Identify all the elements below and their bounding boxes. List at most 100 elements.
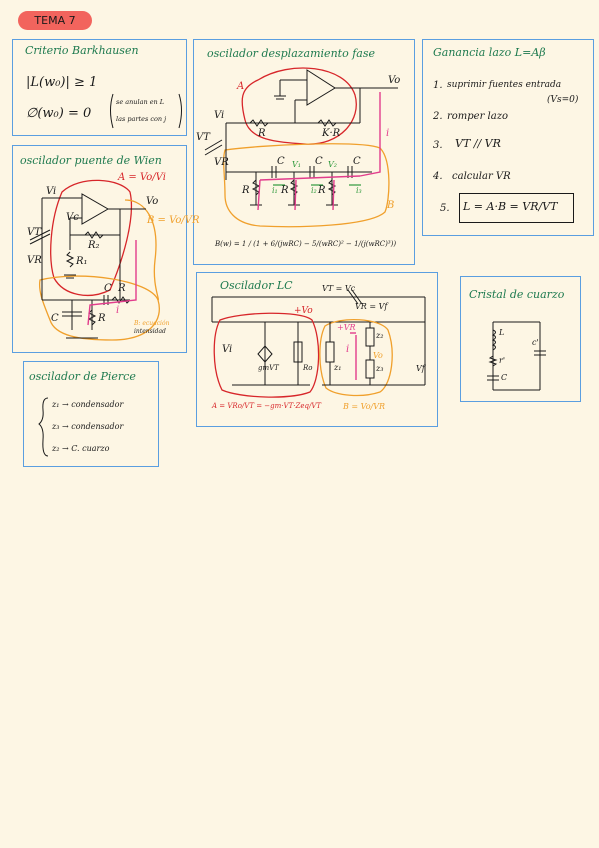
step1-num: 1.	[433, 80, 443, 91]
ps-label-vo: Vo	[388, 75, 401, 86]
ps-label-i: i	[386, 128, 390, 139]
barkhausen-box	[12, 39, 187, 136]
ps-label-v1: V₁	[292, 160, 301, 169]
ps-label-i2: i₂	[311, 186, 317, 195]
pierce-item2: z₃ → condensador	[52, 422, 124, 431]
wien-note2: intensidad	[134, 328, 166, 335]
barkhausen-note2: las partes con j	[116, 115, 167, 123]
lc-label-vr-top: VR = Vf	[355, 302, 388, 311]
pierce-box	[23, 361, 159, 467]
pierce-item1-name: z₁	[52, 400, 60, 409]
wien-note-b: B: ecuación intensidad	[134, 320, 169, 336]
lc-label-i: i	[346, 344, 350, 355]
ps-label-c1: C	[277, 156, 285, 167]
step2-num: 2.	[433, 111, 443, 122]
ps-label-v2: V₂	[328, 160, 337, 169]
wien-label-r1: R₁	[76, 256, 88, 267]
barkhausen-cond2: ∅(w₀) = 0	[26, 106, 92, 121]
lc-label-vi: Vi	[222, 344, 233, 355]
step5-num: 5.	[440, 203, 450, 214]
ps-label-i1: i₁	[272, 186, 278, 195]
barkhausen-title: Criterio Barkhausen	[25, 44, 139, 57]
ps-label-a: A	[237, 81, 245, 92]
lc-formula-b: B = Vo/VR	[343, 402, 386, 411]
tema-badge: TEMA 7	[18, 11, 92, 30]
ps-label-r-ladder2: R	[281, 185, 289, 196]
ps-label-b: B	[387, 200, 395, 211]
pierce-item2-value: condensador	[71, 422, 124, 431]
wien-title: oscilador puente de Wien	[20, 154, 162, 167]
lc-label-ro: Ro	[303, 364, 313, 372]
loop-gain-box	[422, 39, 594, 236]
pierce-item3: z₂ → C. cuarzo	[52, 444, 110, 453]
wien-label-vo: Vo	[146, 196, 159, 207]
wien-label-b: B = Vo/VR	[147, 215, 200, 226]
phase-shift-box	[193, 39, 415, 265]
crystal-title: Cristal de cuarzo	[469, 288, 565, 301]
ps-label-r-ladder3: R	[318, 185, 326, 196]
ps-formula: B(w) = 1 / (1 + 6/(jwRC) − 5/(wRC)² − 1/…	[215, 240, 397, 248]
ps-label-c2: C	[315, 156, 323, 167]
lc-formula-a: A = VRo/VT = −gm·VT·Zeq/VT	[212, 402, 322, 410]
wien-label-vi: Vi	[46, 186, 57, 197]
pierce-item3-name: z₂	[52, 444, 60, 453]
step3-num: 3.	[433, 140, 443, 151]
wien-note1: B: ecuación	[134, 320, 170, 327]
step4-num: 4.	[433, 171, 443, 182]
wien-label-i: i	[116, 305, 120, 316]
wien-label-vc: Vc	[66, 212, 79, 223]
crystal-label-c: C	[501, 373, 508, 382]
wien-label-c1: C	[51, 313, 59, 324]
ps-label-r-ladder1: R	[242, 185, 250, 196]
wien-label-r3: R	[118, 283, 126, 294]
wien-label-vr: VR	[27, 255, 42, 266]
wien-label-vt: VT	[27, 227, 41, 238]
ps-label-c3: C	[353, 156, 361, 167]
lc-label-vt-top: VT = Vc	[322, 284, 356, 293]
wien-box	[12, 145, 187, 353]
wien-label-c2: C	[104, 283, 112, 294]
lc-label-plus-vo: +Vo	[294, 306, 313, 316]
lc-label-z3: z₃	[376, 364, 384, 373]
step4-text: calcular VR	[452, 171, 511, 182]
loop-gain-title: Ganancia lazo L=Aβ	[433, 46, 546, 59]
barkhausen-cond1: |L(w₀)| ≥ 1	[26, 75, 98, 90]
ps-label-vr: VR	[214, 157, 229, 168]
lc-label-vf: Vf	[416, 364, 425, 373]
ps-label-vt: VT	[196, 132, 210, 143]
ps-label-i3: i₃	[356, 186, 362, 195]
crystal-label-r: r'	[499, 356, 506, 365]
lc-label-vo-inner: Vo	[373, 351, 383, 360]
lc-box	[196, 272, 438, 427]
pierce-item3-value: C. cuarzo	[71, 444, 110, 453]
lc-label-z2: z₂	[376, 331, 384, 340]
step2-text: romper lazo	[447, 111, 509, 122]
lc-label-gm: gmVT	[258, 364, 279, 372]
wien-label-r2: R₂	[88, 240, 100, 251]
step1-text: suprimir fuentes entrada	[447, 80, 562, 90]
barkhausen-note1: se anulan en L	[116, 98, 165, 106]
ps-label-kr: K·R	[322, 128, 341, 139]
crystal-label-l: L	[499, 328, 505, 337]
phase-shift-title: oscilador desplazamiento fase	[207, 47, 375, 60]
step5-formula: L = A·B = VR/VT	[463, 200, 558, 213]
lc-label-z1: z₁	[334, 363, 342, 372]
lc-title: Oscilador LC	[220, 279, 293, 292]
pierce-item2-name: z₃	[52, 422, 60, 431]
step5-formula-box	[459, 193, 574, 223]
crystal-label-cp: c'	[532, 338, 539, 347]
pierce-item1: z₁ → condensador	[52, 400, 124, 409]
pierce-title: oscilador de Pierce	[29, 370, 136, 383]
wien-label-a: A = Vo/Vi	[118, 172, 166, 183]
step1-note: (Vs=0)	[547, 95, 579, 105]
crystal-box	[460, 276, 581, 402]
ps-label-vi: Vi	[214, 110, 225, 121]
wien-label-r4: R	[98, 313, 106, 324]
ps-label-r: R	[258, 128, 266, 139]
pierce-item1-value: condensador	[71, 400, 124, 409]
